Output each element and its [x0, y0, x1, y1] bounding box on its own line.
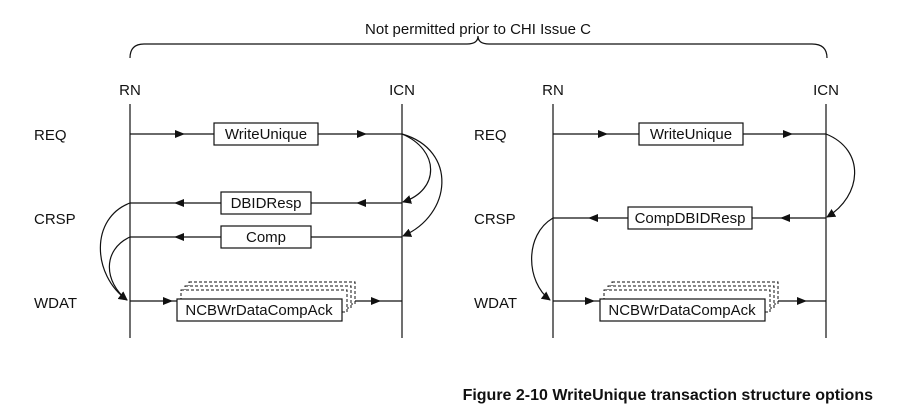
right-rn-curve: [531, 217, 554, 301]
left-writeunique-arrowhead-1: [175, 130, 185, 138]
left-dbidresp-arrowhead-2: [174, 199, 184, 207]
left-wdat-label: NCBWrDataCompAck: [185, 302, 333, 319]
left-comp-arrowhead: [174, 233, 184, 241]
left-wdat-label: WDAT: [34, 295, 77, 312]
left-crsp-label: CRSP: [34, 211, 76, 228]
right-req-label: REQ: [474, 127, 507, 144]
left-comp-label: Comp: [246, 229, 286, 246]
right-wdat-arrowhead-2: [797, 297, 807, 305]
left-icn-label: ICN: [389, 82, 415, 99]
left-dbidresp-box: [220, 191, 312, 215]
right-writeunique-box: [638, 122, 744, 146]
top-bracket: [129, 35, 828, 59]
left-dbidresp-label: DBIDResp: [231, 195, 302, 212]
right-wdat-box: [599, 298, 766, 322]
right-wdat-label: WDAT: [474, 295, 517, 312]
left-writeunique-arrowhead-2: [357, 130, 367, 138]
right-wdat-label: NCBWrDataCompAck: [608, 302, 756, 319]
right-compdbidresp-box: [627, 206, 753, 230]
figure-caption: Figure 2-10 WriteUnique transaction stru…: [463, 387, 874, 404]
right-writeunique-arrowhead-2: [783, 130, 793, 138]
right-rn-label: RN: [542, 82, 564, 99]
right-writeunique-label: WriteUnique: [650, 126, 732, 143]
right-compdbidresp-arrowhead-2: [588, 214, 598, 222]
left-writeunique-label: WriteUnique: [225, 126, 307, 143]
right-icn-curve: [825, 133, 856, 218]
left-rn-label: RN: [119, 82, 141, 99]
left-wdat-arrowhead-1: [163, 297, 173, 305]
left-req-label: REQ: [34, 127, 67, 144]
right-writeunique-arrowhead-1: [598, 130, 608, 138]
left-comp-box: [220, 225, 312, 249]
left-writeunique-box: [213, 122, 319, 146]
right-wdat-arrowhead-1: [585, 297, 595, 305]
left-wdat-arrowhead-2: [371, 297, 381, 305]
left-rn-curve-dbid: [99, 202, 131, 301]
right-icn-label: ICN: [813, 82, 839, 99]
left-rn-curve-comp: [108, 236, 131, 301]
right-compdbidresp-arrowhead-1: [780, 214, 790, 222]
right-crsp-label: CRSP: [474, 211, 516, 228]
left-icn-curve-dbid: [401, 133, 432, 204]
left-icn-curve-comp: [401, 133, 443, 237]
right-compdbidresp-label: CompDBIDResp: [635, 210, 746, 227]
bracket-label: Not permitted prior to CHI Issue C: [365, 21, 591, 38]
left-wdat-box: [176, 298, 343, 322]
left-dbidresp-arrowhead-1: [356, 199, 366, 207]
